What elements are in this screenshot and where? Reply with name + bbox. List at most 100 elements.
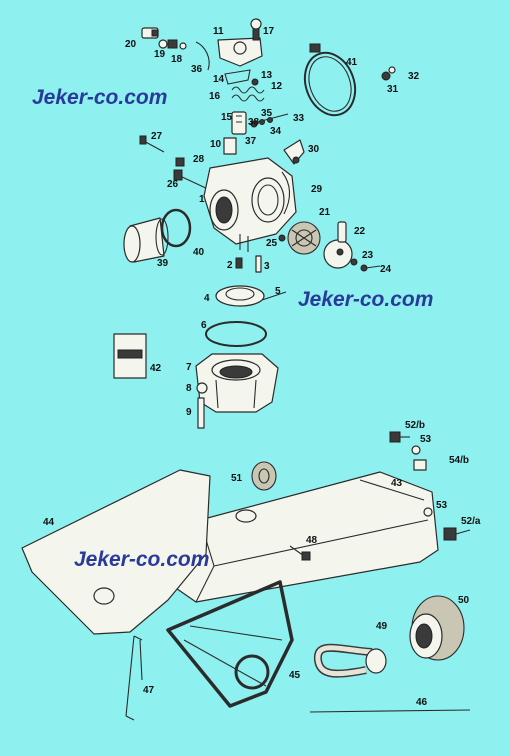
jets-2-3 [235, 255, 262, 273]
callout-23: 23 [362, 250, 374, 261]
watermark-bottom: Jeker-co.com [74, 548, 210, 571]
washer-53-nut-54b [411, 445, 427, 471]
callout-11: 11 [213, 26, 224, 37]
washer-53b-screw-52a [423, 507, 471, 541]
cable-36 [195, 41, 210, 71]
intake-silencer-50 [409, 595, 465, 661]
callout-46: 46 [416, 697, 428, 708]
strap-clamp-41 [303, 43, 357, 117]
callout-31: 31 [387, 84, 399, 95]
callout-35: 35 [261, 108, 273, 119]
jet-25 [278, 234, 286, 242]
callout-43: 43 [391, 478, 403, 489]
screw-27 [139, 135, 165, 153]
callout-48: 48 [306, 535, 318, 546]
callout-42: 42 [150, 363, 162, 374]
callout-44: 44 [43, 517, 55, 528]
callout-25: 25 [266, 238, 278, 249]
spring-16 [231, 86, 265, 102]
screw-24 [360, 264, 381, 272]
callout-10: 10 [210, 139, 222, 150]
top-cover-11 [217, 18, 263, 67]
callout-51: 51 [231, 473, 243, 484]
callout-33: 33 [293, 113, 305, 124]
callout-15: 15 [221, 112, 233, 123]
callout-12: 12 [271, 81, 283, 92]
callout-39: 39 [157, 258, 169, 269]
callout-6: 6 [201, 320, 207, 331]
callout-3: 3 [264, 261, 270, 272]
callout-49: 49 [376, 621, 388, 632]
callout-52b: 52/b [405, 420, 425, 431]
callout-1: 1 [199, 194, 205, 205]
callout-26: 26 [167, 179, 179, 190]
callout-45: 45 [289, 670, 301, 681]
bracket-45 [166, 580, 294, 708]
cap-22-23 [323, 221, 358, 269]
callout-47: 47 [143, 685, 155, 696]
spring-13 [224, 69, 259, 86]
hose-49 [313, 643, 387, 678]
intake-sleeve-40-39 [123, 208, 192, 263]
callout-53-upper: 53 [420, 434, 432, 445]
callout-14: 14 [213, 74, 225, 85]
nut-19 [158, 39, 187, 50]
callout-17: 17 [263, 26, 275, 37]
callout-32: 32 [408, 71, 420, 82]
callout-2: 2 [227, 260, 233, 271]
label-42 [113, 333, 147, 379]
callout-27: 27 [151, 131, 163, 142]
slide-15 [231, 111, 247, 135]
callout-labels: 20 19 18 36 11 17 13 12 14 16 41 32 31 1… [43, 26, 481, 708]
callout-50: 50 [458, 595, 470, 606]
callout-38: 38 [248, 117, 260, 128]
washer-8-bolt-9 [196, 382, 208, 429]
callout-41: 41 [346, 57, 358, 68]
side-panel-44 [21, 469, 211, 635]
callout-30: 30 [308, 144, 320, 155]
callout-19: 19 [154, 49, 166, 60]
screws-28-26 [173, 157, 211, 191]
callout-24: 24 [380, 264, 392, 275]
screws-33-35 [249, 113, 289, 128]
callout-36: 36 [191, 64, 203, 75]
watermark-middle: Jeker-co.com [298, 288, 434, 311]
callout-16: 16 [209, 91, 221, 102]
screw-32-31 [381, 66, 396, 81]
filter-housing-43 [169, 471, 439, 603]
callout-5: 5 [275, 286, 281, 297]
callout-40: 40 [193, 247, 205, 258]
callout-7: 7 [186, 362, 192, 373]
callout-20: 20 [125, 39, 137, 50]
callout-37: 37 [245, 136, 257, 147]
choke-10 [223, 137, 237, 155]
callout-53-lower: 53 [436, 500, 448, 511]
callout-9: 9 [186, 407, 192, 418]
bolt-48 [289, 545, 311, 561]
grommet-51 [251, 461, 277, 491]
carburettor-body-1 [203, 157, 297, 252]
lever-30 [283, 139, 305, 165]
callout-21: 21 [319, 207, 331, 218]
callout-8: 8 [186, 383, 192, 394]
filter-21 [287, 221, 321, 255]
callout-4: 4 [204, 293, 210, 304]
rod-47 [125, 635, 143, 721]
callout-34: 34 [270, 126, 282, 137]
callout-28: 28 [193, 154, 205, 165]
callout-29: 29 [311, 184, 323, 195]
callout-18: 18 [171, 54, 183, 65]
callout-22: 22 [354, 226, 366, 237]
rod-46 [309, 709, 471, 713]
callout-13: 13 [261, 70, 273, 81]
gasket-6 [205, 321, 267, 347]
callout-54b: 54/b [449, 455, 469, 466]
screw-52b [389, 431, 410, 443]
screw-20 [141, 27, 159, 39]
watermark-top: Jeker-co.com [32, 86, 168, 109]
callout-52a: 52/a [461, 516, 481, 527]
clamp-4-5 [215, 285, 287, 307]
intake-flange-7 [195, 353, 279, 413]
